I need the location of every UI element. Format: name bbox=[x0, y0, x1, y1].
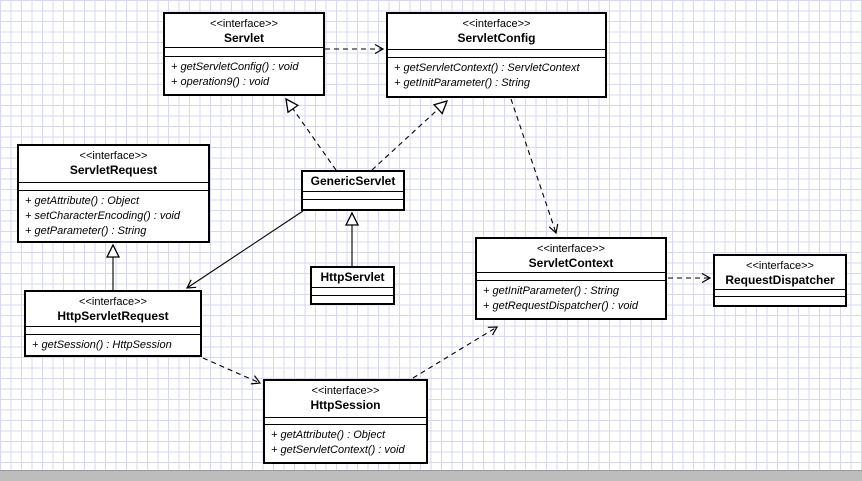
methods-compartment: + getServletConfig() : void + operation9… bbox=[165, 57, 323, 90]
name-compartment: <<interface>> RequestDispatcher bbox=[715, 256, 845, 290]
name-compartment: <<interface>> ServletConfig bbox=[388, 14, 605, 50]
attributes-compartment bbox=[388, 50, 605, 58]
methods-compartment: + getServletContext() : ServletContext +… bbox=[388, 58, 605, 91]
name-compartment: HttpServlet bbox=[312, 268, 393, 288]
methods-compartment: + getSession() : HttpSession bbox=[26, 335, 200, 353]
class-box-httpservletrequest[interactable]: <<interface>> HttpServletRequest + getSe… bbox=[24, 290, 202, 357]
stereotype-label: <<interface>> bbox=[79, 150, 148, 162]
method-label: + getInitParameter() : String bbox=[483, 285, 620, 297]
attributes-compartment bbox=[26, 327, 200, 335]
dependency-httpservletrequest-to-httpsession[interactable] bbox=[202, 357, 262, 385]
class-name: ServletConfig bbox=[457, 31, 536, 45]
class-box-httpsession[interactable]: <<interface>> HttpSession + getAttribute… bbox=[263, 379, 428, 464]
name-compartment: <<interface>> ServletRequest bbox=[19, 146, 208, 183]
stereotype-label: <<interface>> bbox=[311, 385, 380, 397]
class-box-servletconfig[interactable]: <<interface>> ServletConfig + getServlet… bbox=[386, 12, 607, 98]
attributes-compartment bbox=[312, 288, 393, 296]
class-name: RequestDispatcher bbox=[725, 273, 835, 287]
stereotype-label: <<interface>> bbox=[462, 18, 531, 30]
methods-compartment: + getAttribute() : Object + setCharacter… bbox=[19, 191, 208, 239]
association-genericservlet-to-httpservletrequest[interactable] bbox=[185, 210, 304, 289]
method-label: + getServletContext() : void bbox=[271, 444, 405, 456]
name-compartment: <<interface>> HttpServletRequest bbox=[26, 292, 200, 327]
name-compartment: <<interface>> Servlet bbox=[165, 14, 323, 48]
attributes-compartment bbox=[19, 183, 208, 191]
stereotype-label: <<interface>> bbox=[746, 260, 814, 272]
attributes-compartment bbox=[265, 418, 426, 425]
class-box-httpservlet[interactable]: HttpServlet bbox=[310, 266, 395, 305]
class-name: ServletRequest bbox=[69, 163, 158, 177]
realization-genericservlet-to-servletconfig[interactable] bbox=[371, 101, 447, 171]
name-compartment: GenericServlet bbox=[303, 172, 403, 192]
dependency-httpsession-to-servletcontext[interactable] bbox=[412, 326, 499, 379]
stereotype-label: <<interface>> bbox=[210, 18, 278, 30]
class-name: Servlet bbox=[223, 31, 265, 45]
class-name: HttpSession bbox=[310, 398, 381, 412]
methods-compartment: + getAttribute() : Object + getServletCo… bbox=[265, 425, 426, 458]
stereotype-label: <<interface>> bbox=[537, 243, 605, 255]
name-compartment: <<interface>> HttpSession bbox=[265, 381, 426, 418]
realization-genericservlet-to-servlet[interactable] bbox=[286, 99, 337, 171]
method-label: + getAttribute() : Object bbox=[25, 195, 140, 207]
class-name: ServletContext bbox=[528, 256, 614, 270]
attributes-compartment bbox=[477, 273, 665, 281]
class-box-servletcontext[interactable]: <<interface>> ServletContext + getInitPa… bbox=[475, 237, 667, 320]
name-compartment: <<interface>> ServletContext bbox=[477, 239, 665, 273]
horizontal-scrollbar[interactable] bbox=[0, 470, 862, 481]
dependency-servletconfig-to-servletcontext[interactable] bbox=[510, 98, 559, 235]
method-label: + getInitParameter() : String bbox=[394, 77, 531, 89]
method-label: + getSession() : HttpSession bbox=[32, 339, 172, 351]
method-label: + getServletContext() : ServletContext bbox=[394, 62, 580, 74]
stereotype-label: <<interface>> bbox=[79, 296, 147, 308]
class-box-servletrequest[interactable]: <<interface>> ServletRequest + getAttrib… bbox=[17, 144, 210, 243]
method-label: + setCharacterEncoding() : void bbox=[25, 210, 180, 222]
class-name: HttpServletRequest bbox=[57, 309, 169, 323]
attributes-compartment bbox=[715, 290, 845, 297]
attributes-compartment bbox=[165, 48, 323, 57]
method-label: + getAttribute() : Object bbox=[271, 429, 386, 441]
method-label: + getRequestDispatcher() : void bbox=[483, 300, 638, 312]
method-label: + getServletConfig() : void bbox=[171, 61, 299, 73]
class-name: GenericServlet bbox=[310, 174, 396, 188]
method-label: + getParameter() : String bbox=[25, 225, 147, 237]
class-box-genericservlet[interactable]: GenericServlet bbox=[301, 170, 405, 211]
class-name: HttpServlet bbox=[320, 270, 385, 284]
attributes-compartment bbox=[303, 192, 403, 200]
class-box-servlet[interactable]: <<interface>> Servlet + getServletConfig… bbox=[163, 12, 325, 96]
method-label: + operation9() : void bbox=[171, 76, 270, 88]
class-box-requestdispatcher[interactable]: <<interface>> RequestDispatcher bbox=[713, 254, 847, 307]
methods-compartment: + getInitParameter() : String + getReque… bbox=[477, 281, 665, 314]
